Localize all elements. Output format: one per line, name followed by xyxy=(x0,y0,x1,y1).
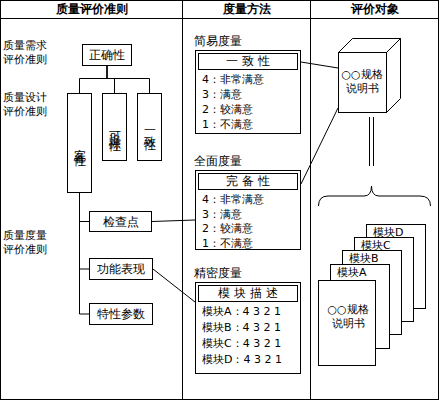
cube-front xyxy=(339,53,387,113)
document-page: ○○规格 说明书 xyxy=(318,280,376,366)
measure-box: 简易度量一 致 性4：非常满意3：满意2：较满意1：不满意 xyxy=(195,50,301,134)
page-title: 模块A xyxy=(337,266,367,280)
connector-line xyxy=(107,66,115,93)
node-label: 一致性 xyxy=(143,123,157,132)
row-label: 质量需求 评价准则 xyxy=(3,39,57,67)
connector-line xyxy=(107,66,150,93)
double-line xyxy=(369,117,370,166)
node-label: ○○规格 说明书 xyxy=(338,52,386,112)
column-rule xyxy=(182,0,183,400)
column-header: 评价对象 xyxy=(310,2,439,16)
process-box: 特性参数 xyxy=(89,303,153,325)
rating-item: 模块B：4 3 2 1 xyxy=(202,321,281,335)
table-header: 完 备 性 xyxy=(198,173,298,190)
connector-line xyxy=(152,220,195,222)
double-line xyxy=(373,117,374,166)
node-label: 正确性 xyxy=(89,48,125,62)
connector-line xyxy=(153,269,195,302)
node-label: 完备性 xyxy=(73,139,87,148)
process-box: 检查点 xyxy=(89,211,152,232)
column-rule xyxy=(310,0,311,400)
header-rule xyxy=(0,18,439,19)
rating-item: 4：非常满意 xyxy=(202,193,264,207)
rating-item: 2：较满意 xyxy=(202,103,253,117)
node-label: 检查点 xyxy=(103,215,139,229)
criterion-box: 可追踪性 xyxy=(102,93,127,161)
node-label: 功能表现 xyxy=(97,262,145,276)
connector-line xyxy=(80,193,90,314)
rating-item: 1：不满意 xyxy=(202,237,253,251)
rating-item: 模块A：4 3 2 1 xyxy=(202,305,281,319)
method-heading: 全面度量 xyxy=(194,154,242,168)
measure-box: 全面度量完 备 性4：非常满意3：满意2：较满意1：不满意 xyxy=(195,170,301,250)
brace xyxy=(319,186,431,206)
table-header: 一 致 性 xyxy=(198,53,298,70)
row-label: 质量度量 评价准则 xyxy=(3,229,57,257)
process-box: 正确性 xyxy=(82,44,132,66)
measure-box: 精密度量模 块 描 述模块A：4 3 2 1模块B：4 3 2 1模块C：4 3… xyxy=(195,282,301,374)
connector-line xyxy=(301,108,338,184)
node-label: 特性参数 xyxy=(97,307,145,321)
cube-side xyxy=(387,39,401,113)
rating-item: 2：较满意 xyxy=(202,222,253,236)
connector-line xyxy=(80,193,90,222)
rating-item: 1：不满意 xyxy=(202,118,253,132)
rating-item: 4：非常满意 xyxy=(202,73,264,87)
rating-item: 3：满意 xyxy=(202,88,242,102)
node-label: 可追踪性 xyxy=(108,121,122,133)
method-heading: 精密度量 xyxy=(194,266,242,280)
row-label: 质量设计 评价准则 xyxy=(3,91,57,119)
criterion-box: 完备性 xyxy=(67,93,92,193)
table-header: 模 块 描 述 xyxy=(198,285,298,302)
node-label: ○○规格 说明书 xyxy=(325,303,371,331)
column-header: 质量评价准则 xyxy=(0,2,183,16)
criterion-box: 一致性 xyxy=(137,93,162,161)
method-heading: 简易度量 xyxy=(194,34,242,48)
connector-line xyxy=(80,193,90,269)
connector-line xyxy=(301,62,338,68)
document-cube: ○○规格 说明书 xyxy=(338,38,402,114)
column-header: 度量方法 xyxy=(183,2,310,16)
rating-item: 3：满意 xyxy=(202,208,242,222)
connector-line xyxy=(80,66,108,93)
rating-item: 模块D：4 3 2 1 xyxy=(202,353,282,367)
process-box: 功能表现 xyxy=(89,258,153,280)
rating-item: 模块C：4 3 2 1 xyxy=(202,337,281,351)
